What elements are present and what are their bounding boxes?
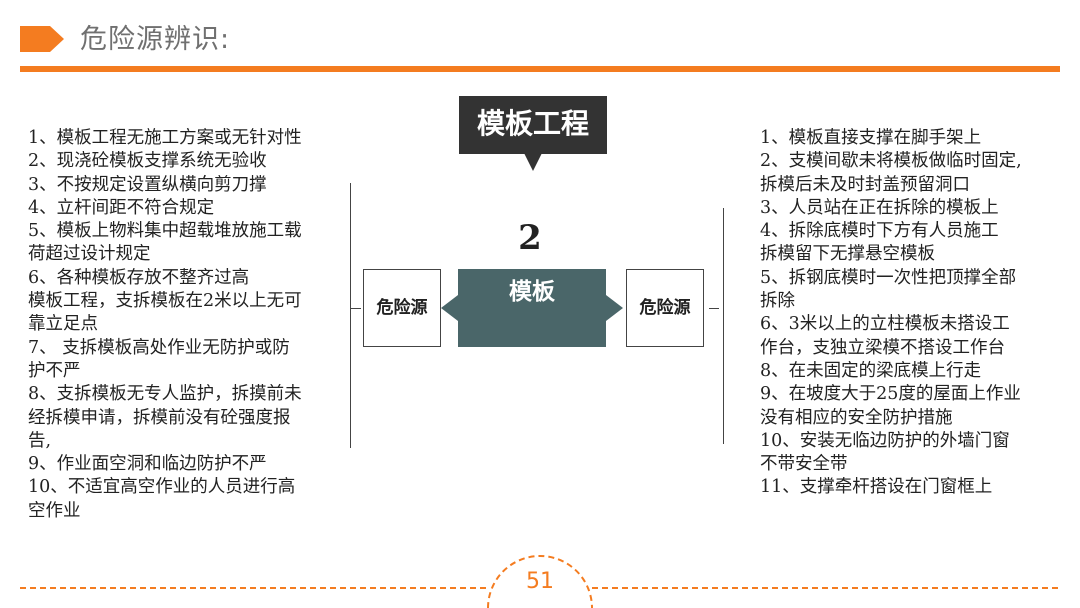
list-item: 4、拆除底模时下方有人员施工 拆模留下无撑悬空模板 bbox=[760, 221, 999, 265]
right-bracket-tick bbox=[709, 308, 719, 309]
center-banner-shape bbox=[441, 269, 623, 347]
list-item: 5、模板上物料集中超载堆放施工载 荷超过设计规定 bbox=[28, 221, 302, 265]
list-item: 8、在未固定的梁底模上行走 bbox=[760, 360, 982, 381]
footer-decoration bbox=[20, 555, 1060, 608]
hazard-box-left: 危险源 bbox=[363, 269, 441, 347]
list-item: 4、立杆间距不符合规定 bbox=[28, 197, 215, 218]
left-hazard-list: 1、模板工程无施工方案或无针对性 2、现浇砼模板支撑系统无验收 3、不按规定设置… bbox=[28, 127, 350, 523]
list-item: 2、现浇砼模板支撑系统无验收 bbox=[28, 151, 267, 172]
list-item: 9、作业面空洞和临边防护不严 bbox=[28, 454, 267, 475]
page-title: 危险源辨识: bbox=[80, 24, 231, 55]
center-label: 模板 bbox=[509, 279, 555, 305]
list-item: 9、在坡度大于25度的屋面上作业 没有相应的安全防护措施 bbox=[760, 384, 1021, 428]
list-item: 10、安装无临边防护的外墙门窗 不带安全带 bbox=[760, 430, 1010, 475]
list-item: 7、 支拆模板高处作业无防护或防 护不严 bbox=[28, 337, 290, 381]
list-item: 6、各种模板存放不整齐过高 模板工程，支拆模板在2米以上无可 靠立足点 bbox=[28, 267, 302, 335]
right-bracket-line bbox=[723, 208, 724, 444]
left-bracket-line bbox=[350, 183, 351, 448]
list-item: 3、人员站在正在拆除的模板上 bbox=[760, 197, 999, 218]
hazard-box-right: 危险源 bbox=[626, 269, 704, 347]
right-hazard-list: 1、模板直接支撑在脚手架上 2、支模间歇未将模板做临时固定, 拆模后未及时封盖预… bbox=[760, 127, 1060, 500]
list-item: 8、支拆模板无专人监护，拆摸前未 经拆模申请，拆模前没有砼强度报 告, bbox=[28, 384, 302, 451]
center-banner bbox=[441, 269, 623, 347]
list-item: 3、不按规定设置纵横向剪刀撑 bbox=[28, 174, 267, 195]
page-number: 51 bbox=[526, 569, 554, 594]
list-item: 1、模板工程无施工方案或无针对性 bbox=[28, 128, 302, 148]
callout-pointer bbox=[524, 153, 542, 171]
list-item: 10、不适宜高空作业的人员进行高 空作业 bbox=[28, 477, 296, 521]
list-item: 2、支模间歇未将模板做临时固定, 拆模后未及时封盖预留洞口 bbox=[760, 151, 1022, 195]
list-item: 6、3米以上的立柱模板未搭设工 作台，支独立梁模不搭设工作台 bbox=[760, 314, 1010, 358]
list-item: 1、模板直接支撑在脚手架上 bbox=[760, 128, 982, 148]
arrow-right-icon bbox=[20, 26, 64, 52]
list-item: 11、支撑牵杆搭设在门窗框上 bbox=[760, 477, 993, 498]
left-bracket-tick bbox=[351, 308, 361, 309]
section-number: 2 bbox=[518, 218, 542, 258]
list-item: 5、拆钢底模时一次性把顶撑全部 拆除 bbox=[760, 267, 1017, 312]
callout-title: 模板工程 bbox=[459, 96, 607, 154]
header-divider bbox=[20, 66, 1060, 72]
